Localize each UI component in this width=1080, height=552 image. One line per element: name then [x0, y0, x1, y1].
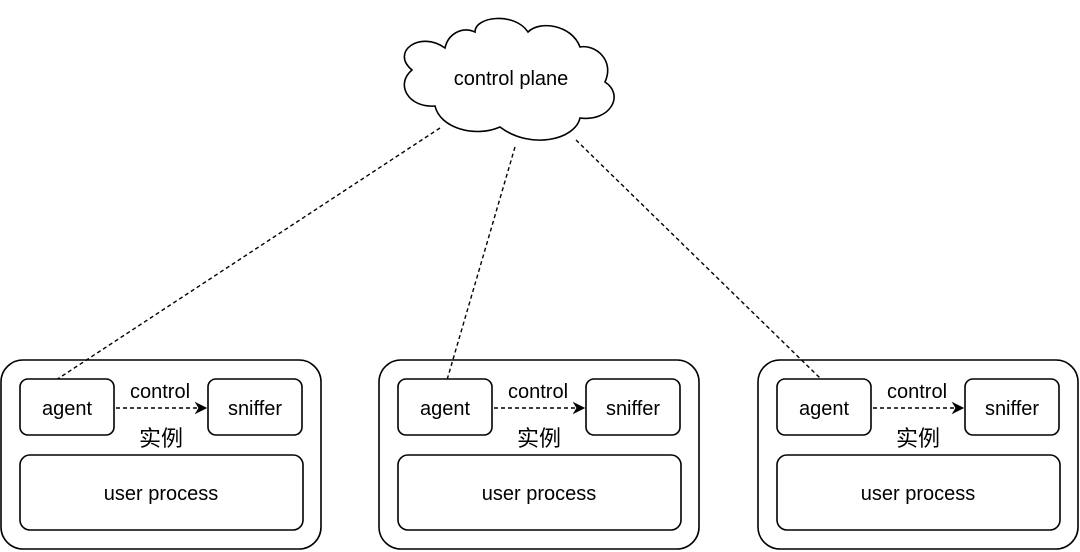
control-plane-links: [55, 127, 823, 381]
control-arrow-label: control: [887, 381, 947, 403]
instance-label: 实例: [517, 427, 561, 452]
user-process-box: [19, 454, 304, 531]
control-plane-cloud: control plane: [403, 17, 615, 141]
user-process-label: user process: [104, 483, 219, 505]
instance-container: [0, 359, 322, 550]
control-arrow-label: control: [508, 381, 568, 403]
control-arrow-label: control: [130, 381, 190, 403]
instance-label: 实例: [139, 427, 183, 452]
link-to-agent-3: [575, 139, 823, 381]
sniffer-label: sniffer: [606, 398, 660, 420]
link-to-agent-2: [446, 146, 516, 381]
agent-label: agent: [42, 398, 92, 420]
user-process-box: [776, 454, 1061, 531]
instance-1: agent sniffer control 实例 user process: [0, 359, 322, 550]
link-to-agent-1: [55, 127, 441, 381]
sniffer-box: [207, 378, 303, 436]
sniffer-box: [964, 378, 1060, 436]
cloud-shape: [403, 17, 615, 141]
sniffer-label: sniffer: [228, 398, 282, 420]
agent-box: [19, 378, 115, 436]
agent-label: agent: [799, 398, 849, 420]
sniffer-label: sniffer: [985, 398, 1039, 420]
cloud-label: control plane: [454, 68, 569, 90]
user-process-label: user process: [861, 483, 976, 505]
instance-container: [378, 359, 700, 550]
user-process-box: [397, 454, 682, 531]
agent-label: agent: [420, 398, 470, 420]
sniffer-box: [585, 378, 681, 436]
agent-box: [397, 378, 493, 436]
instance-2: agent sniffer control 实例 user process: [378, 359, 700, 550]
instance-container: [757, 359, 1079, 550]
instance-3: agent sniffer control 实例 user process: [757, 359, 1079, 550]
instance-label: 实例: [896, 427, 940, 452]
agent-box: [776, 378, 872, 436]
user-process-label: user process: [482, 483, 597, 505]
